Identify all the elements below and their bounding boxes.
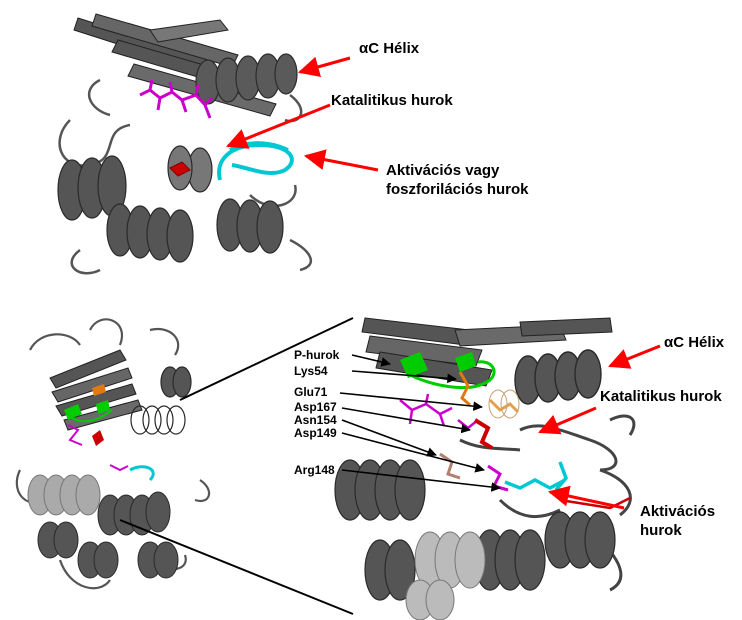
pointer-p-loop	[351, 354, 391, 367]
bottom-label-catalytic-loop: Katalitikus hurok	[600, 388, 722, 405]
bottom-label-ac-helix: αC Hélix	[664, 334, 725, 351]
residue-pointer-lines	[339, 354, 501, 492]
residue-label-glu71: Glu71	[294, 385, 328, 399]
pointer-asp167	[341, 407, 471, 434]
pointer-asp149	[341, 432, 485, 473]
zoom-line-bottom	[119, 519, 354, 615]
pointer-arg148	[341, 469, 501, 492]
bottom-label-activation-loop-line2: hurok	[640, 522, 682, 539]
residue-label-lys54: Lys54	[294, 364, 328, 378]
bottom-arrow-ac-helix	[608, 344, 661, 369]
residue-label-asn154: Asn154	[294, 413, 337, 427]
residue-label-asp167: Asp167	[294, 400, 337, 414]
bottom-label-activation-loop-line1: Aktivációs	[640, 503, 716, 520]
top-arrow-activation-loop	[303, 149, 379, 172]
top-label-activation-loop-line1: Aktivációs vagy	[386, 162, 500, 179]
pointer-glu71	[339, 392, 483, 411]
residue-label-p-loop: P-hurok	[294, 348, 340, 362]
top-arrow-catalytic-loop	[226, 103, 331, 149]
top-arrows	[226, 56, 379, 172]
top-label-catalytic-loop: Katalitikus hurok	[331, 92, 453, 109]
bottom-right-zoom-structure	[334, 317, 636, 620]
residue-label-asp149: Asp149	[294, 426, 337, 440]
bottom-left-protein-structure	[15, 318, 211, 590]
bottom-arrows	[538, 344, 661, 510]
bottom-arrow-activation-loop	[547, 485, 625, 510]
top-label-activation-loop-line2: foszforilációs hurok	[386, 181, 529, 198]
zoom-connector-lines	[119, 317, 354, 615]
residue-label-arg148: Arg148	[294, 463, 335, 477]
top-protein-structure	[57, 13, 313, 275]
bottom-arrow-catalytic-loop	[538, 406, 597, 435]
pointer-lys54	[351, 370, 457, 384]
zoom-line-top	[179, 317, 354, 401]
top-label-ac-helix: αC Hélix	[359, 40, 420, 57]
pointer-asn154	[341, 419, 437, 457]
top-arrow-ac-helix	[297, 56, 351, 78]
